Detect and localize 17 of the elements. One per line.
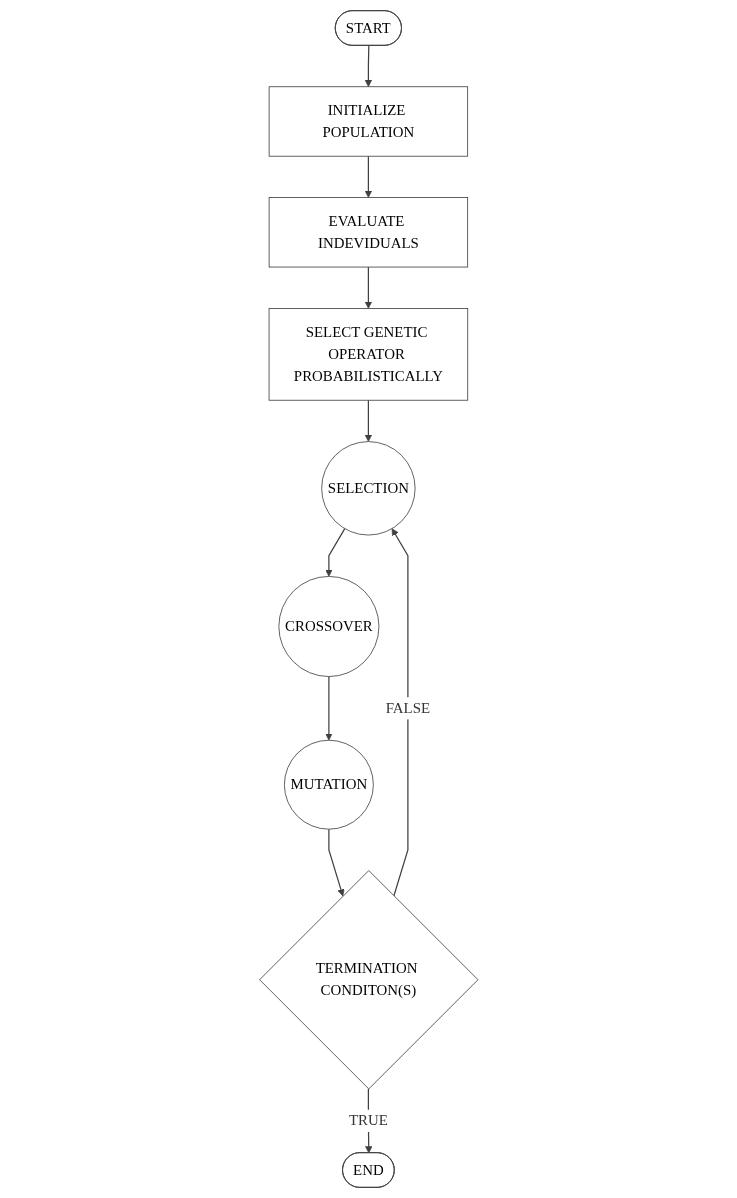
node-circle: CROSSOVER [278, 576, 380, 677]
arrow [364, 266, 372, 309]
edge-label: TRUE [348, 1112, 388, 1129]
node-circle: MUTATION [283, 739, 374, 830]
arrow [327, 828, 345, 897]
arrow [324, 675, 333, 741]
arrow [391, 528, 409, 897]
node-box: INITIALIZE POPULATION [268, 86, 468, 157]
node-circle: SELECTION [320, 441, 416, 536]
node-diamond: TERMINATION CONDITON(S) [258, 870, 479, 1090]
node-box: EVALUATE INDEVIDUALS [268, 197, 468, 268]
edge-label: FALSE [385, 699, 430, 717]
node-box: SELECT GENETIC OPERATOR PROBABILISTICALLY [268, 308, 468, 401]
arrow [324, 528, 346, 577]
arrow [364, 399, 372, 442]
arrow [364, 155, 372, 198]
arrow [364, 45, 372, 88]
